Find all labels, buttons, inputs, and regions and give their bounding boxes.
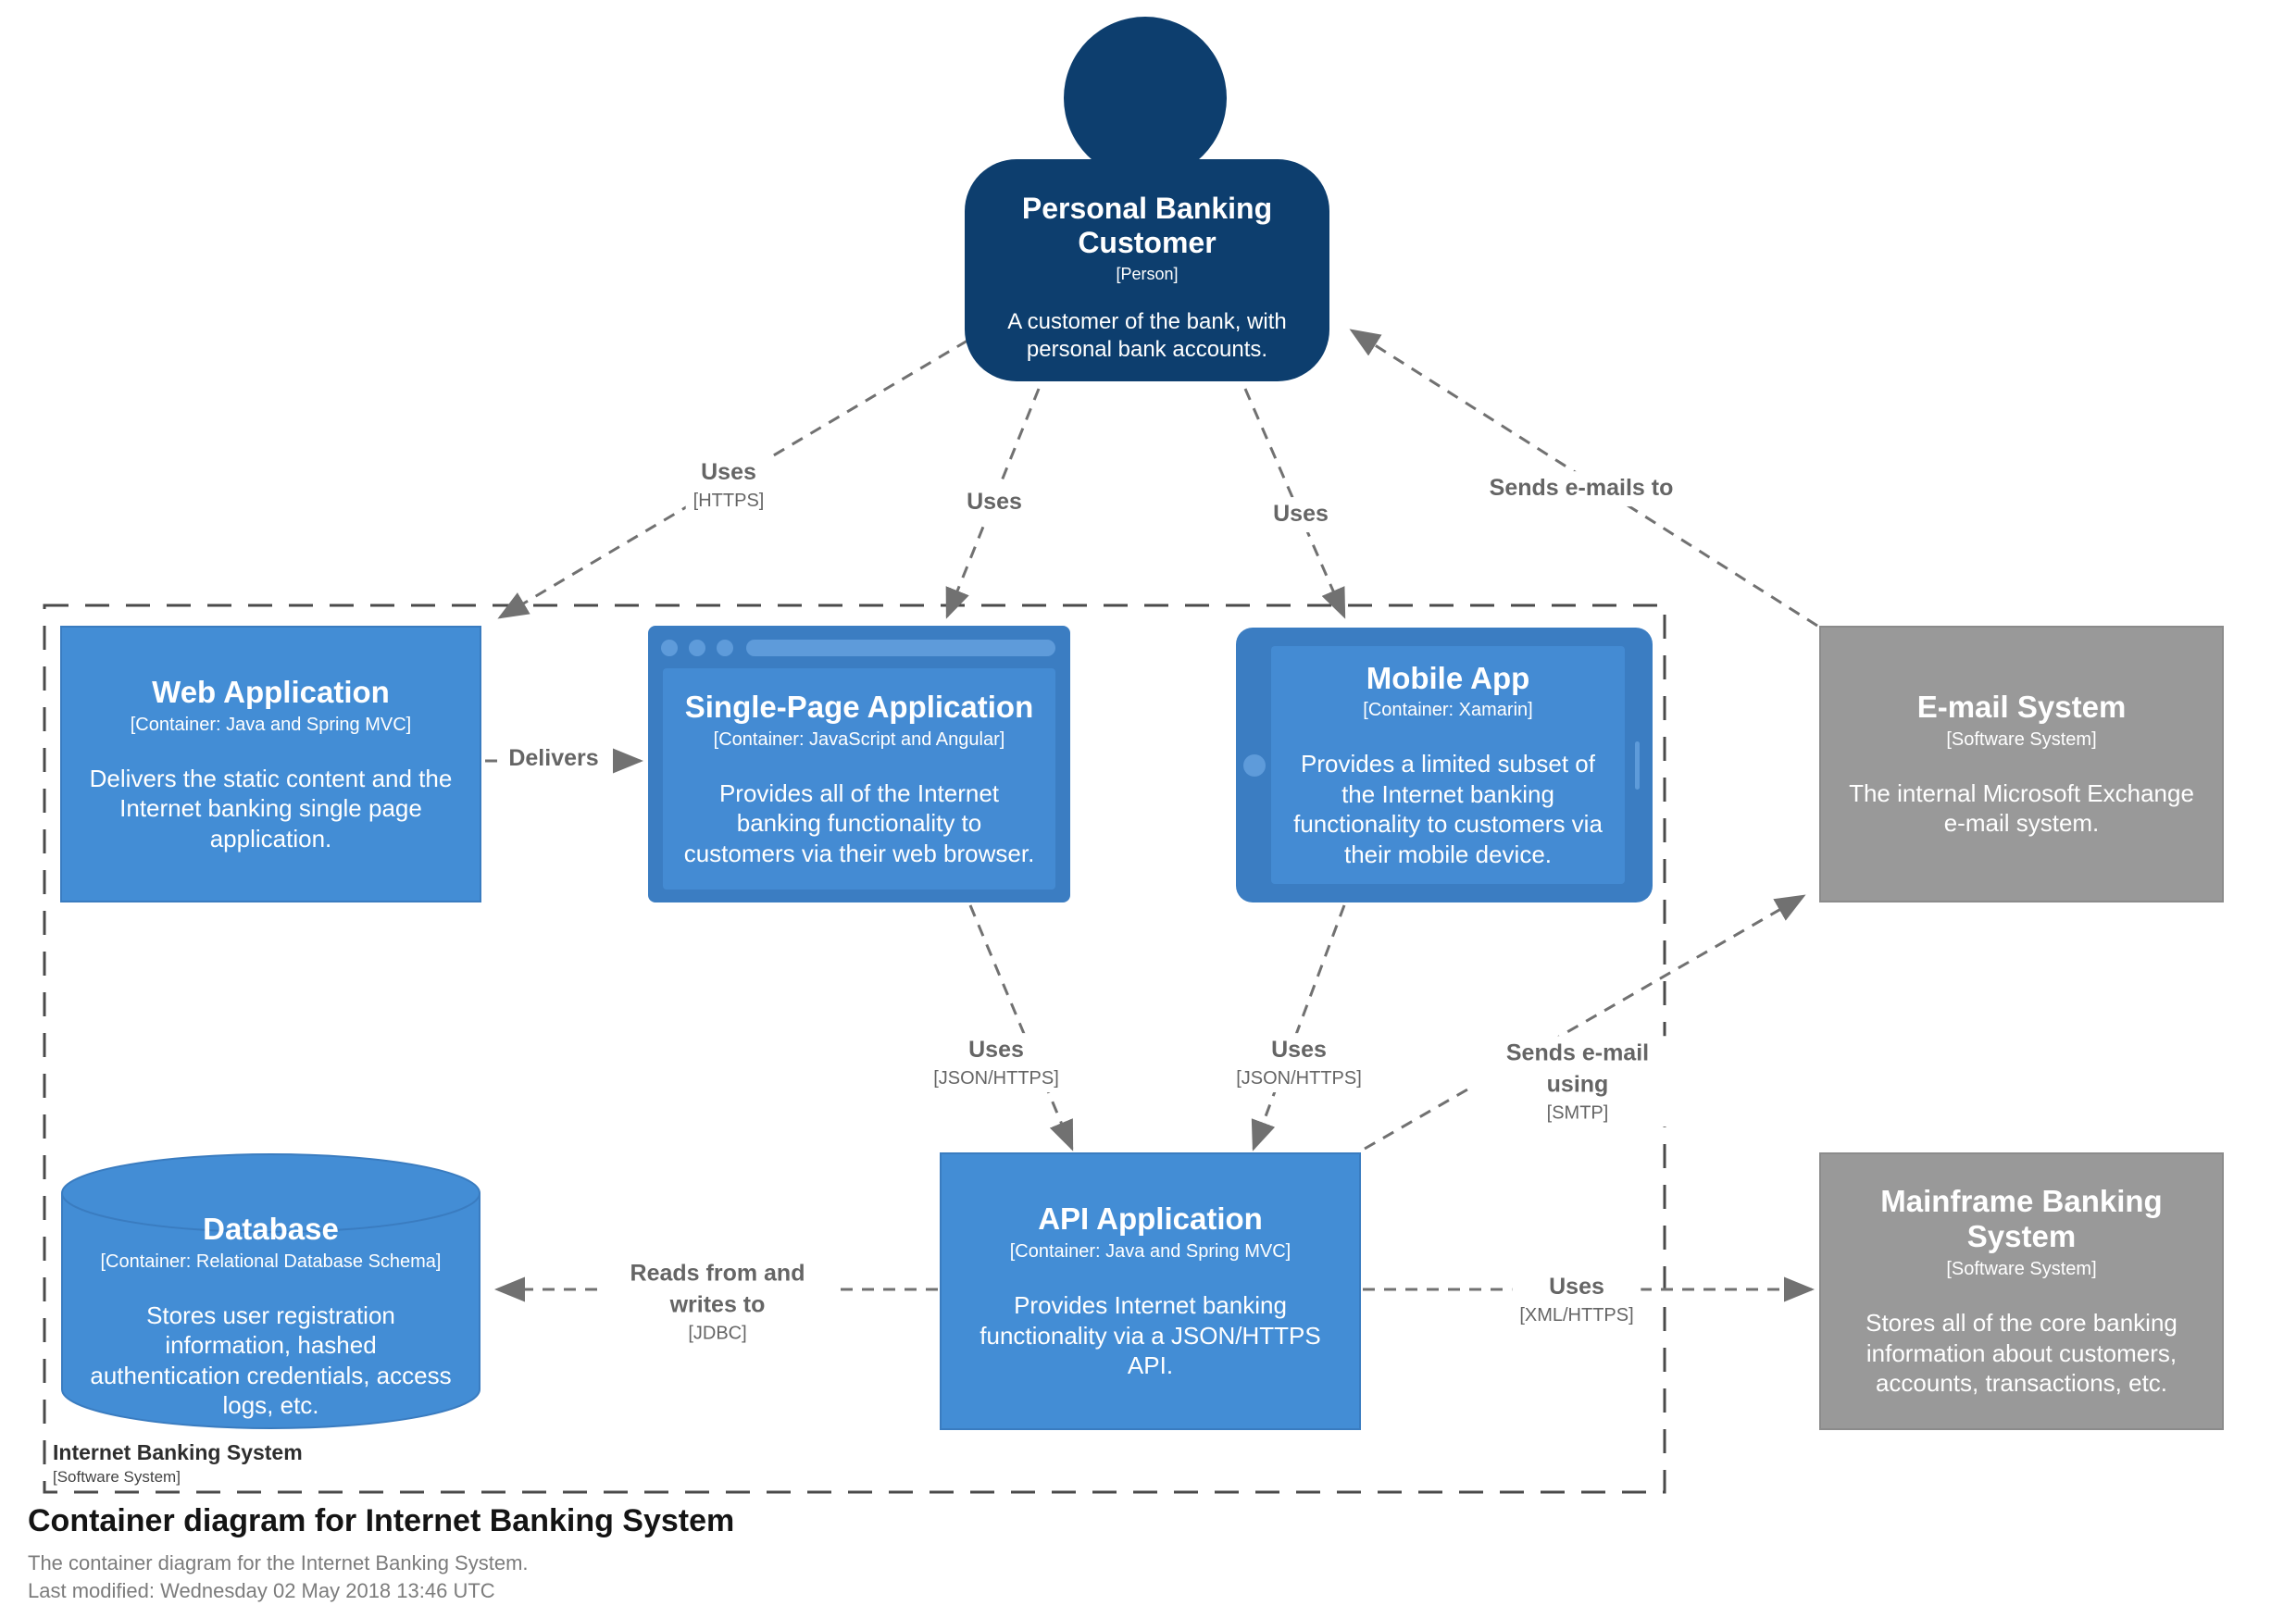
node-type: [Software System]	[1946, 1259, 2097, 1280]
database-content: Database [Container: Relational Database…	[60, 1152, 481, 1430]
edge-label-text: Uses	[1273, 501, 1329, 528]
edge-label-text: Reads from and writes to	[630, 1260, 805, 1317]
boundary-type: [Software System]	[53, 1467, 181, 1486]
edge-label-text: Uses	[701, 459, 756, 486]
container-web-application[interactable]: Web Application [Container: Java and Spr…	[60, 626, 481, 902]
edge-label-tech: [SMTP]	[1546, 1101, 1609, 1123]
edge-label-text: Uses	[967, 489, 1022, 516]
node-type: [Software System]	[1946, 728, 2097, 750]
node-title: Mainframe Banking System	[1880, 1184, 2163, 1254]
node-title: Personal Banking Customer	[1021, 192, 1273, 259]
system-email[interactable]: E-mail System [Software System] The inte…	[1819, 626, 2224, 902]
system-mainframe[interactable]: Mainframe Banking System [Software Syste…	[1819, 1152, 2224, 1430]
edge-label-tech: [HTTPS]	[693, 490, 765, 511]
edge-label-mobile-api: Uses [JSON/HTTPS]	[1229, 1033, 1369, 1092]
container-single-page-application[interactable]: Single-Page Application [Container: Java…	[648, 626, 1070, 902]
edge-label-text: Uses	[1549, 1274, 1604, 1301]
node-type: [Container: Xamarin]	[1363, 700, 1533, 721]
node-description: The internal Microsoft Exchange e-mail s…	[1849, 778, 2194, 838]
node-type: [Container: Java and Spring MVC]	[1009, 1241, 1292, 1263]
person-head-icon	[1064, 17, 1227, 180]
edge-label-api-email: Sends e-mail using [SMTP]	[1473, 1036, 1682, 1126]
mobile-screen: Mobile App [Container: Xamarin] Provides…	[1271, 646, 1625, 884]
edge-label-tech: [JDBC]	[688, 1322, 747, 1343]
node-type: [Person]	[1116, 264, 1179, 283]
diagram-description: The container diagram for the Internet B…	[28, 1551, 529, 1574]
edge-label-api-database: Reads from and writes to [JDBC]	[604, 1256, 831, 1347]
diagram-title: Container diagram for Internet Banking S…	[28, 1503, 735, 1538]
edge-email-to-person	[1349, 329, 1818, 628]
edge-label-spa-api: Uses [JSON/HTTPS]	[926, 1033, 1067, 1092]
browser-dot-icon	[717, 640, 733, 656]
edge-label-text: Sends e-mails to	[1489, 475, 1674, 502]
edge-label-tech: [XML/HTTPS]	[1519, 1304, 1634, 1326]
node-title: Single-Page Application	[684, 689, 1034, 724]
database-cylinder-icon	[61, 1153, 480, 1429]
node-description: Delivers the static content and the Inte…	[89, 764, 453, 853]
browser-screen: Single-Page Application [Container: Java…	[663, 668, 1055, 890]
edge-label-person-spa: Uses	[959, 485, 1029, 520]
mobile-speaker-icon	[1635, 741, 1640, 790]
node-description: Provides a limited subset of the Interne…	[1293, 750, 1603, 868]
node-title: Database	[203, 1212, 339, 1247]
node-type: [Container: Java and Spring MVC]	[130, 714, 412, 735]
boundary-label: Internet Banking System [Software System…	[53, 1440, 303, 1487]
diagram-last-modified: Last modified: Wednesday 02 May 2018 13:…	[28, 1579, 495, 1602]
node-title: E-mail System	[1916, 690, 2127, 725]
edge-spa-to-api	[968, 904, 1074, 1151]
boundary-name: Internet Banking System	[53, 1440, 303, 1464]
edge-label-tech: [JSON/HTTPS]	[1236, 1067, 1362, 1089]
edge-label-email-person: Sends e-mails to	[1481, 471, 1681, 506]
node-description: Provides Internet banking functionality …	[980, 1291, 1321, 1380]
edge-person-to-web-app	[497, 339, 968, 619]
node-description: A customer of the bank, with personal ba…	[1007, 308, 1287, 362]
edge-label-text: Sends e-mail using	[1505, 1039, 1650, 1097]
edge-label-api-mainframe: Uses [XML/HTTPS]	[1512, 1270, 1641, 1329]
edge-label-web-spa: Delivers	[501, 741, 606, 777]
edge-label-person-web: Uses [HTTPS]	[685, 455, 772, 515]
container-database[interactable]: Database [Container: Relational Database…	[60, 1152, 481, 1430]
browser-address-bar-icon	[746, 640, 1055, 656]
node-title: API Application	[1038, 1201, 1263, 1237]
browser-dot-icon	[689, 640, 705, 656]
container-mobile-app[interactable]: Mobile App [Container: Xamarin] Provides…	[1236, 628, 1653, 902]
node-type: [Container: Relational Database Schema]	[100, 1251, 442, 1272]
node-description: Provides all of the Internet banking fun…	[683, 778, 1035, 867]
edge-label-person-mobile: Uses	[1266, 497, 1336, 532]
browser-dot-icon	[661, 640, 678, 656]
node-title: Mobile App	[1366, 660, 1530, 695]
node-description: Stores all of the core banking informati…	[1866, 1309, 2177, 1398]
person-personal-banking-customer[interactable]: Personal Banking Customer [Person] A cus…	[965, 159, 1329, 381]
node-type: [Container: JavaScript and Angular]	[713, 728, 1005, 750]
edge-label-text: Uses	[968, 1037, 1024, 1064]
edge-label-text: Delivers	[508, 745, 599, 772]
node-title: Web Application	[152, 674, 390, 709]
mobile-home-button-icon	[1243, 753, 1266, 777]
node-description: Stores user registration information, ha…	[90, 1301, 452, 1420]
system-boundary	[43, 604, 1666, 1494]
edge-label-tech: [JSON/HTTPS]	[933, 1067, 1059, 1089]
edge-label-text: Uses	[1271, 1037, 1327, 1064]
edge-mobile-to-api	[1251, 904, 1346, 1151]
container-api-application[interactable]: API Application [Container: Java and Spr…	[940, 1152, 1361, 1430]
